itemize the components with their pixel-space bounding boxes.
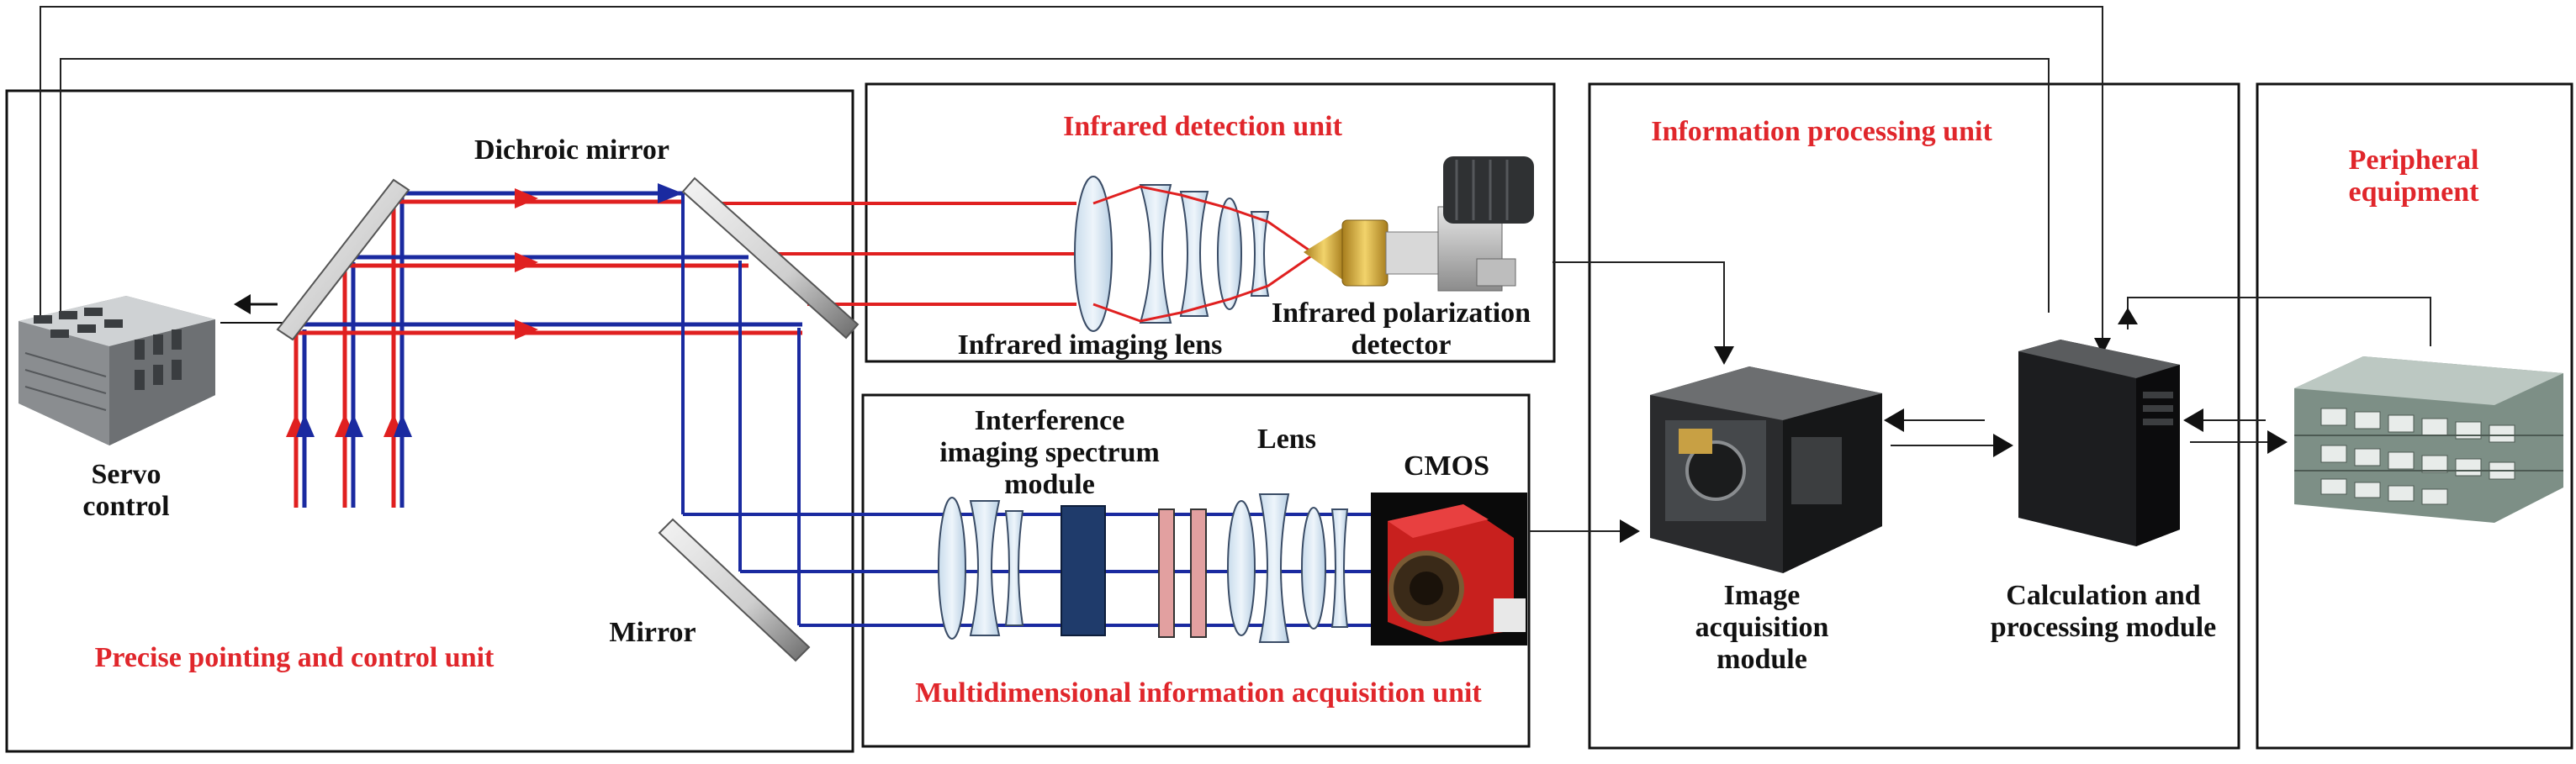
red-beams-to-ir bbox=[698, 202, 1076, 306]
multidimensional-unit-title: Multidimensional information acquisition… bbox=[915, 677, 1482, 709]
lens-label: Lens bbox=[1257, 424, 1316, 455]
peripheral-feedback-line bbox=[2127, 297, 2431, 346]
servo-control-label: Servo control bbox=[82, 459, 170, 523]
incoming-beam-arrows bbox=[286, 414, 412, 437]
image-acquisition-computer bbox=[1650, 366, 1882, 573]
calc-to-acquisition-arrow bbox=[1884, 408, 1904, 432]
servo-control-device bbox=[19, 296, 215, 445]
image-acquisition-label: Image acquisition module bbox=[1695, 580, 1829, 676]
filter-plate-2 bbox=[1190, 508, 1207, 638]
calc-to-peripheral-arrow bbox=[2267, 430, 2288, 454]
interferometer-block bbox=[1061, 505, 1106, 636]
peripheral-to-calc-arrow bbox=[2183, 408, 2203, 432]
cmos-to-acquisition-arrow bbox=[1620, 519, 1640, 543]
filter-plate-1 bbox=[1158, 508, 1175, 638]
calc-processing-label: Calculation and processing module bbox=[1990, 580, 2217, 644]
peripheral-feedback-arrow bbox=[2118, 308, 2138, 324]
infrared-detection-unit-frame bbox=[865, 82, 1556, 363]
acquisition-to-calc-arrow bbox=[1993, 434, 2013, 457]
information-processing-unit-frame bbox=[1588, 82, 2240, 750]
blue-beams-down bbox=[681, 193, 801, 625]
infrared-imaging-lens-label: Infrared imaging lens bbox=[957, 329, 1223, 361]
infrared-polarization-detector bbox=[1304, 156, 1534, 292]
peripheral-unit-frame bbox=[2256, 82, 2573, 750]
ir-to-acquisition-line bbox=[1552, 261, 1725, 346]
peripheral-unit-title: Peripheral equipment bbox=[2348, 145, 2479, 208]
ir-to-acquisition-arrow bbox=[1714, 346, 1734, 365]
horizontal-beam-arrows bbox=[515, 183, 683, 340]
infrared-detection-unit-title: Infrared detection unit bbox=[1063, 111, 1342, 142]
ir-converging-rays bbox=[1092, 185, 1313, 323]
servo-output-arrow bbox=[234, 294, 251, 314]
mirror-lower bbox=[658, 518, 811, 662]
dichroic-mirror-right bbox=[681, 177, 860, 340]
infrared-polarization-detector-label: Infrared polarization detector bbox=[1271, 298, 1531, 361]
precise-pointing-unit-title: Precise pointing and control unit bbox=[94, 642, 495, 673]
feedback-lines bbox=[40, 6, 2103, 346]
spectrum-module-lenses bbox=[938, 497, 1024, 640]
dichroic-mirror-left bbox=[276, 178, 410, 341]
interference-module-label: Interference imaging spectrum module bbox=[939, 405, 1160, 501]
mirror-label: Mirror bbox=[609, 617, 696, 648]
peripheral-equipment-rack bbox=[2294, 356, 2563, 523]
feedback-arrow-head bbox=[2094, 338, 2111, 355]
precise-pointing-unit-frame bbox=[5, 89, 854, 753]
dichroic-mirror-label: Dichroic mirror bbox=[474, 134, 669, 166]
information-processing-unit-title: Information processing unit bbox=[1651, 116, 1992, 147]
infrared-imaging-lens-group bbox=[1074, 176, 1270, 332]
calculation-processing-computer bbox=[2018, 340, 2180, 546]
cmos-lens-group bbox=[1227, 493, 1349, 643]
cmos-camera bbox=[1371, 493, 1527, 645]
cmos-label: CMOS bbox=[1404, 450, 1489, 482]
